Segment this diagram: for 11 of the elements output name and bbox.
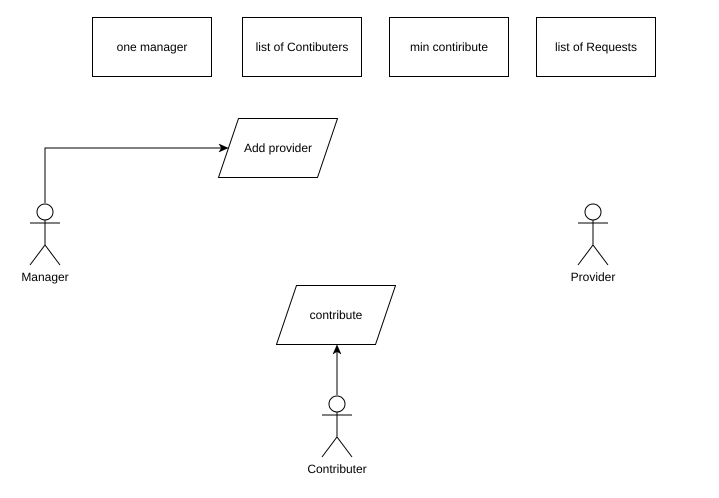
- use-case-label: contribute: [310, 308, 362, 322]
- info-box: list of Contibuters: [242, 17, 362, 77]
- actor-label: Manager: [21, 270, 69, 284]
- arrow: [44, 144, 228, 204]
- info-box: list of Requests: [536, 17, 656, 77]
- arrow: [332, 344, 342, 396]
- actor-label: Provider: [570, 270, 616, 284]
- info-box: one manager: [92, 17, 212, 77]
- info-box: min contiribute: [389, 17, 509, 77]
- use-case-label: Add provider: [244, 141, 312, 155]
- actor-label: Contributer: [307, 462, 367, 476]
